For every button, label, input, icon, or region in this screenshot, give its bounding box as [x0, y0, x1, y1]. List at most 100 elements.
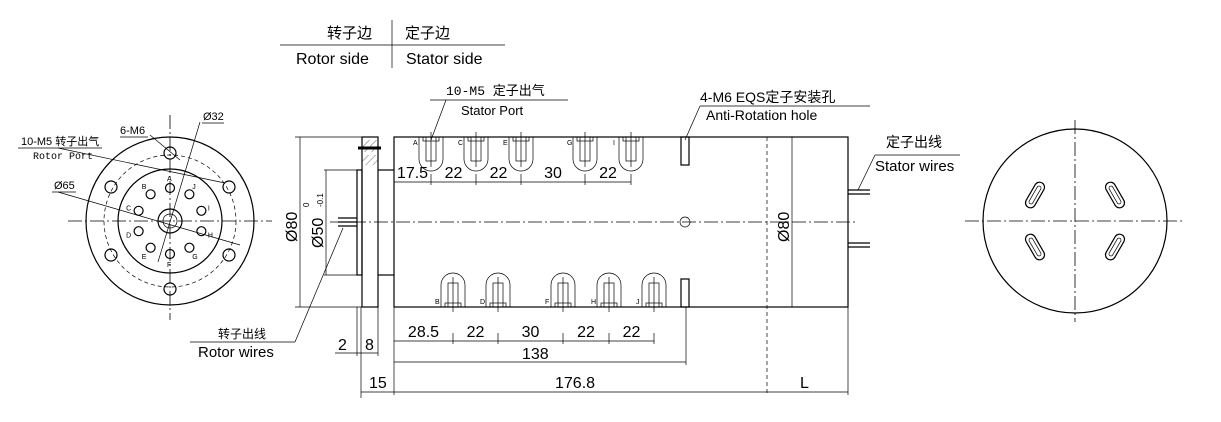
top-chain-dimension: 22 — [599, 165, 617, 182]
stator-port: C — [458, 132, 489, 172]
wire-slot — [1104, 233, 1126, 261]
rotor-port-hole — [133, 205, 144, 216]
rotor-port-hole — [133, 226, 144, 237]
stator-port-label-cn: 10-M5 定子出气 — [446, 83, 545, 99]
stator-port-label: Stator Port — [461, 103, 524, 118]
d80-right-label: Ø80 — [776, 212, 793, 242]
stator-port: G — [567, 132, 598, 172]
rotor-port-hole — [184, 242, 195, 253]
stator-port: B — [435, 272, 466, 312]
front-view: 6-M6 Ø32 10-M5 转子出气 Rotor Port Ø65 AJIHG… — [18, 111, 272, 320]
rotor-port-letter: E — [142, 254, 147, 261]
bottom-chain-dimension: 30 — [522, 324, 540, 341]
wire-slot — [1024, 233, 1046, 261]
rotor-side-label: Rotor side — [296, 51, 369, 68]
rear-circle — [982, 128, 1168, 314]
rotor-port-hole — [164, 182, 176, 194]
rotor-port-letter: B — [142, 184, 147, 191]
side-header: 转子边 定子边 Rotor side Stator side — [280, 20, 505, 68]
bolt-hole — [163, 282, 177, 296]
bolt-label: 6-M6 — [120, 125, 145, 137]
dim-138: 138 — [522, 346, 549, 363]
top-chain-dimension: 17.5 — [397, 165, 428, 182]
d50-tol-lower: -0.1 — [316, 193, 325, 207]
rotor-port-hole — [196, 226, 207, 237]
bolt-hole — [222, 180, 236, 194]
port-section-hatch — [641, 272, 667, 308]
rear-view — [965, 120, 1185, 322]
wire-slot — [1024, 181, 1046, 209]
stator-port: D — [480, 272, 511, 312]
flange-hatch — [362, 155, 378, 165]
port-section-hatch — [596, 272, 622, 308]
bolt-hole — [104, 180, 118, 194]
stator-port: A — [413, 132, 444, 172]
stator-port-letter: B — [435, 299, 440, 306]
stator-wires-label-cn: 定子出线 — [886, 134, 942, 150]
d80-left-label: Ø80 — [284, 212, 301, 242]
rotor-wires-leader — [294, 227, 344, 343]
stator-wires — [848, 189, 870, 248]
port-section-hatch — [485, 272, 511, 308]
d50-tol-upper: 0 — [302, 202, 311, 207]
d32-leader — [157, 121, 201, 263]
bottom-chain-dimension: 22 — [623, 324, 641, 341]
port-section-hatch — [508, 136, 534, 172]
stator-side-label: Stator side — [406, 51, 483, 68]
port-leader — [57, 147, 226, 184]
stator-port: E — [503, 132, 534, 172]
stator-port-letter: H — [591, 299, 596, 306]
rotor-wires-label: Rotor wires — [198, 344, 274, 361]
stator-wires-leader — [857, 154, 876, 191]
dim-15: 15 — [369, 375, 387, 392]
dim-2: 2 — [338, 337, 347, 354]
port-section-hatch — [463, 136, 489, 172]
d32-label: Ø32 — [203, 111, 224, 123]
flange-hatch — [362, 140, 378, 152]
dim-8: 8 — [365, 337, 374, 354]
rotor-port-hole — [184, 189, 195, 200]
rotor-port-letter: H — [208, 232, 213, 239]
rotor-port-label-cn: 10-M5 转子出气 — [21, 134, 99, 148]
rotor-port-letter: D — [126, 232, 131, 239]
stator-wires-label: Stator wires — [875, 158, 954, 175]
d50-label: Ø50 — [310, 218, 327, 248]
stator-port: I — [613, 132, 644, 172]
stator-port-letter: G — [567, 140, 572, 147]
rotor-port-letter: A — [167, 176, 172, 183]
d65-leader — [57, 191, 241, 246]
bottom-chain-dimension: 22 — [467, 324, 485, 341]
port-section-hatch — [418, 136, 444, 172]
bolt-hole — [222, 248, 236, 262]
rotor-plate — [356, 169, 363, 276]
inner-circle — [117, 168, 223, 274]
port-section-hatch — [572, 136, 598, 172]
rotor-side-cn: 转子边 — [327, 25, 372, 42]
bolt-hole — [163, 146, 177, 160]
rotor-wires — [338, 217, 357, 227]
stator-port-letter: D — [480, 299, 485, 306]
mount-hole-leader — [684, 105, 701, 141]
bottom-chain-dimension: 28.5 — [408, 324, 439, 341]
stator-port: J — [636, 272, 667, 312]
bottom-chain-dimension: 22 — [577, 324, 595, 341]
rotor-port-label: Rotor Port — [33, 152, 93, 163]
top-chain-dimension: 30 — [544, 165, 562, 182]
rotor-port-letter: C — [126, 206, 131, 213]
rotor-port-letter: F — [167, 262, 171, 269]
stator-port-letter: I — [613, 140, 615, 147]
rotor-port-hole — [145, 189, 156, 200]
stator-port-letter: A — [413, 140, 418, 147]
stator-side-cn: 定子边 — [405, 25, 450, 42]
port-section-hatch — [550, 272, 576, 308]
stator-port-letter: C — [458, 140, 463, 147]
d65-label: Ø65 — [54, 180, 75, 192]
rotor-port-letter: J — [192, 184, 196, 191]
port-section-hatch — [618, 136, 644, 172]
dim-176-8: 176.8 — [555, 375, 595, 392]
top-chain-dimension: 22 — [445, 165, 463, 182]
